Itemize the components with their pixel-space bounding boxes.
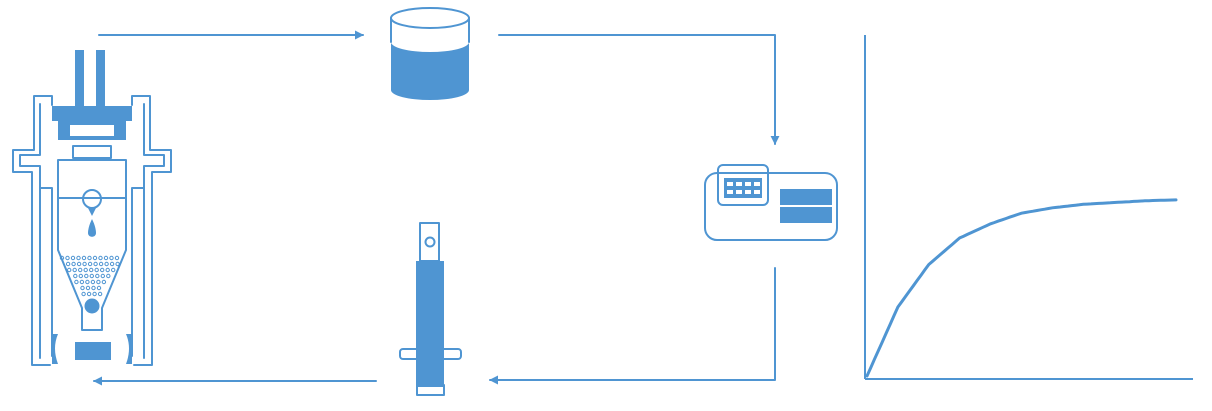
bead: [105, 267, 110, 273]
bead: [76, 255, 81, 261]
bead: [100, 273, 106, 279]
bead: [90, 279, 96, 285]
syringe-pump-icon: [399, 222, 462, 396]
bead: [106, 273, 111, 279]
keypad-key: [736, 190, 742, 194]
bead: [59, 255, 65, 261]
bead: [82, 261, 87, 267]
bead: [81, 255, 87, 261]
bead: [78, 267, 83, 273]
flow-arrows: [93, 30, 780, 386]
bead: [76, 261, 82, 267]
bead: [85, 279, 90, 285]
bead: [92, 291, 97, 297]
bead: [100, 267, 105, 273]
bead: [84, 273, 89, 279]
keypad-key: [727, 182, 733, 186]
bead: [74, 279, 79, 285]
bead: [89, 273, 95, 279]
bead: [96, 285, 102, 291]
arrow-analyzer-to-pump: [489, 267, 776, 385]
bead: [94, 267, 99, 273]
bead: [83, 267, 88, 273]
bead: [89, 267, 94, 273]
bead: [98, 255, 103, 261]
bead: [67, 267, 72, 273]
bead: [97, 291, 103, 297]
release-curve-icon: [864, 35, 1193, 380]
bead: [93, 261, 98, 267]
bead: [79, 279, 85, 285]
bead: [104, 261, 109, 267]
glass-beads: [59, 255, 120, 297]
bead: [72, 267, 77, 273]
analyzer-instrument-icon: [704, 164, 838, 241]
bead: [114, 255, 120, 261]
bead: [101, 279, 107, 285]
bead: [86, 291, 92, 297]
bead: [85, 285, 91, 291]
bead: [71, 261, 76, 267]
bead: [103, 255, 109, 261]
bead: [95, 273, 100, 279]
bead: [80, 285, 85, 291]
bead: [70, 255, 76, 261]
bead: [91, 285, 96, 291]
keypad-key: [745, 190, 751, 194]
release-curve-line: [865, 198, 1178, 378]
bead: [96, 279, 101, 285]
bead: [65, 255, 70, 261]
beaker-icon: [390, 7, 470, 100]
keypad-key: [736, 182, 742, 186]
bead: [98, 261, 104, 267]
keypad: [727, 182, 760, 194]
bead: [109, 255, 114, 261]
arrow-beaker-to-analyzer: [498, 34, 780, 145]
bead: [73, 273, 78, 279]
keypad-key: [754, 182, 760, 186]
bead: [87, 261, 93, 267]
bead: [115, 261, 120, 267]
bead: [65, 261, 71, 267]
keypad-key: [745, 182, 751, 186]
bead: [78, 273, 84, 279]
bead: [92, 255, 98, 261]
keypad-key: [754, 190, 760, 194]
bead: [87, 255, 92, 261]
dissolution-cell-icon: [12, 50, 172, 366]
keypad-key: [727, 190, 733, 194]
bead: [111, 267, 116, 273]
bead: [81, 291, 86, 297]
bead: [109, 261, 115, 267]
